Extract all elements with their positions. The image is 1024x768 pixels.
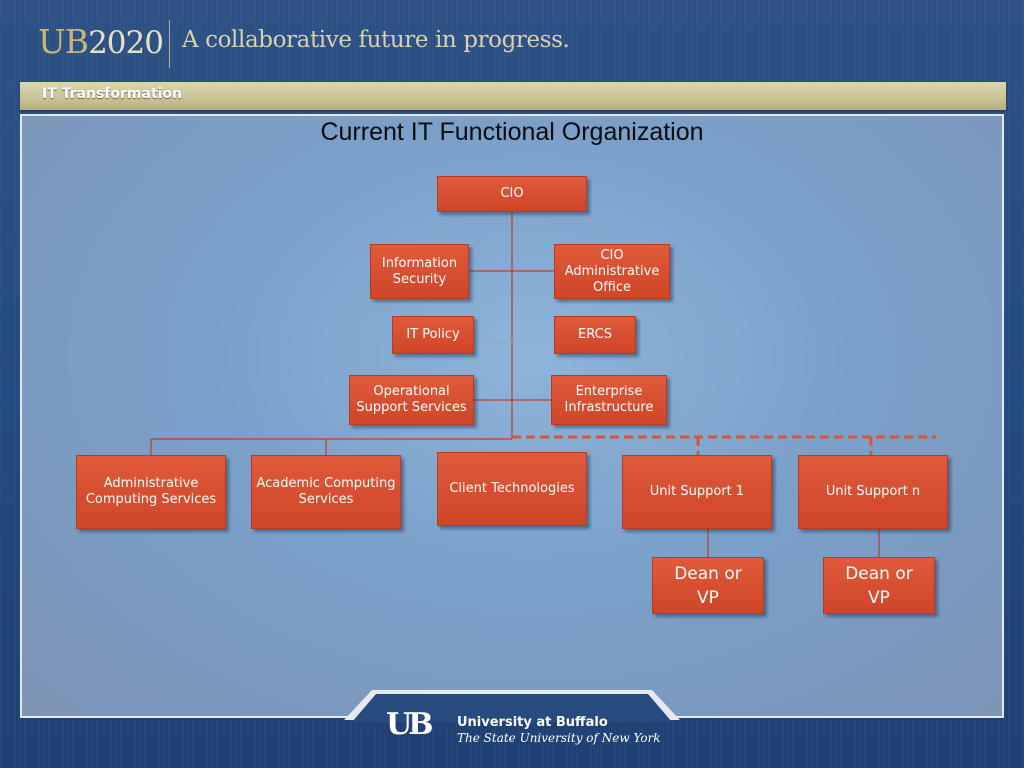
ub-logo-mark: UB — [386, 707, 433, 742]
org-box-administrative-computing-services: Administrative Computing Services — [76, 455, 226, 529]
university-name: University at Buffalo — [457, 715, 608, 730]
logo-divider — [169, 20, 170, 68]
org-box-cio: CIO — [437, 176, 587, 212]
org-box-client-technologies: Client Technologies — [437, 452, 587, 526]
logo-ub-text: UB — [38, 22, 89, 61]
org-box-dean-or-vp-n: Dean or VP — [823, 557, 935, 614]
university-subtitle: The State University of New York — [457, 731, 661, 745]
org-box-information-security: Information Security — [370, 244, 469, 299]
header: UB2020 A collaborative future in progres… — [0, 0, 1024, 76]
org-box-unit-support-1: Unit Support 1 — [622, 455, 772, 529]
slide-title: Current IT Functional Organization — [320, 118, 704, 146]
org-box-cio-administrative-office: CIO Administrative Office — [554, 244, 670, 299]
logo-year-text: 2020 — [88, 25, 164, 61]
ub2020-logo: UB2020 — [38, 22, 164, 61]
tagline: A collaborative future in progress. — [182, 27, 570, 53]
org-box-ercs: ERCS — [554, 316, 636, 354]
org-box-it-policy: IT Policy — [392, 316, 474, 354]
org-box-unit-support-n: Unit Support n — [798, 455, 948, 529]
org-box-dean-or-vp-1: Dean or VP — [652, 557, 764, 614]
section-title: IT Transformation — [42, 86, 183, 102]
org-box-academic-computing-services: Academic Computing Services — [251, 455, 401, 529]
org-box-enterprise-infrastructure: Enterprise Infrastructure — [551, 375, 667, 425]
org-box-operational-support-services: Operational Support Services — [349, 375, 474, 425]
section-bar: IT Transformation — [20, 82, 1006, 110]
